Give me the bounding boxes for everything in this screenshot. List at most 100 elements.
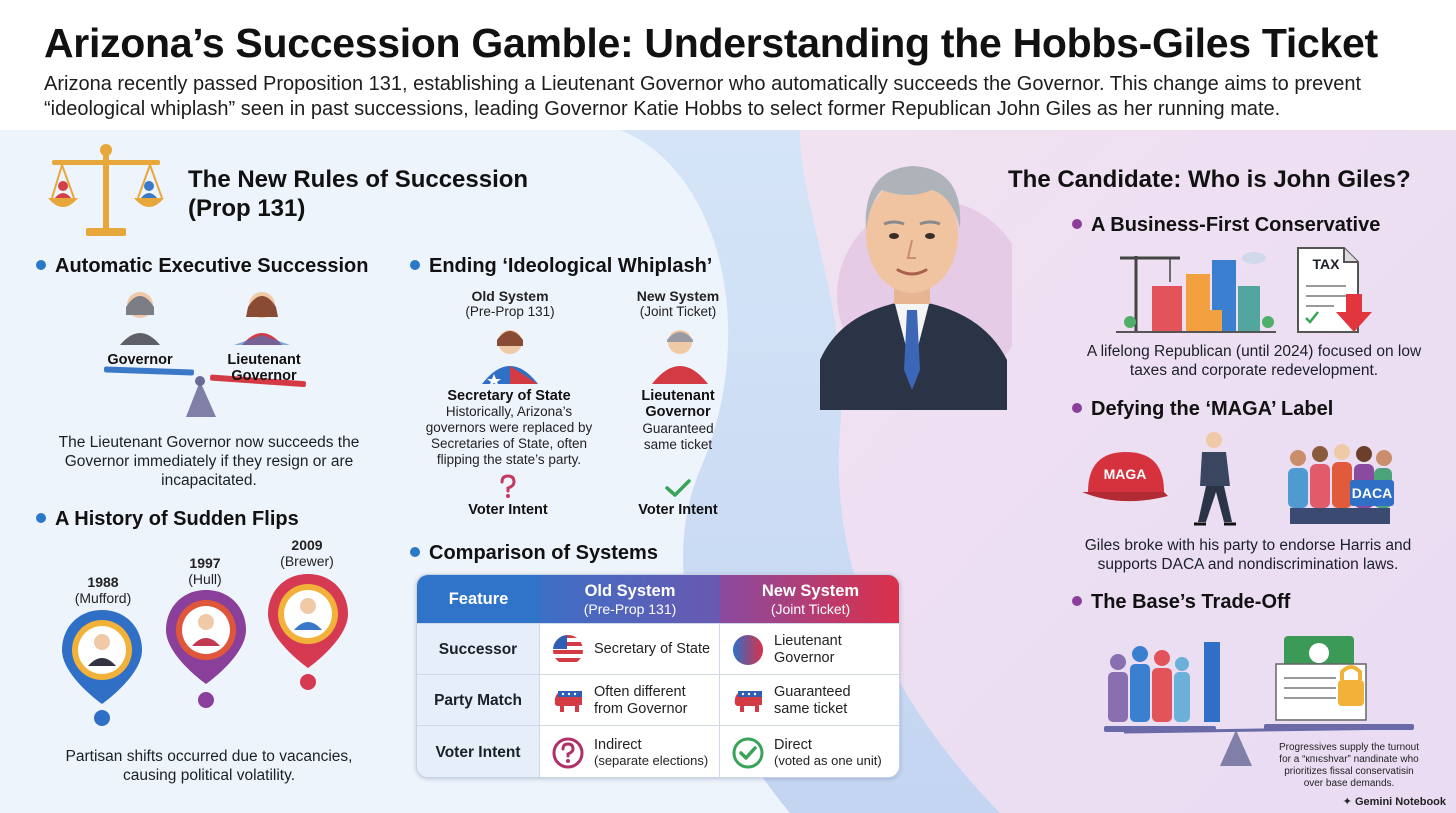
lieutenant-governor-icon: [652, 330, 708, 384]
new-voter-intent: Voter Intent: [638, 502, 718, 518]
table-row: Voter Intent Indirect (separate election…: [417, 725, 899, 777]
row-old-cell: Secretary of State: [540, 624, 720, 675]
new-system-title: New System: [636, 288, 720, 304]
sparkle-icon: ✦: [1342, 796, 1355, 808]
rules-title-line2: (Prop 131): [188, 195, 306, 222]
pin-label-1988: 1988 (Mufford): [66, 574, 140, 606]
auto-heading: Automatic Executive Succession: [36, 255, 368, 278]
new-role-line2: Governor: [645, 404, 711, 420]
history-heading-text: A History of Sudden Flips: [55, 508, 299, 530]
bullet-dot: [1072, 595, 1082, 606]
scales-of-justice-icon: [48, 144, 164, 236]
row-old-cell: Indirect (separate elections): [540, 726, 720, 777]
new-system-label: New System (Joint Ticket): [618, 288, 738, 320]
row-new-line2: same ticket: [774, 700, 848, 717]
tradeoff-description: Progressives supply the turnout for a “к…: [1278, 742, 1420, 789]
check-mark-icon: [665, 479, 691, 497]
pin-year: 1988: [87, 574, 119, 590]
bullet-dot: [36, 259, 46, 270]
old-role-label: Secretary of State: [447, 388, 571, 404]
tax-document-icon: [1297, 247, 1372, 333]
table-header: Feature Old System (Pre-Prop 131) New Sy…: [417, 575, 899, 623]
old-system-label: Old System (Pre-Prop 131): [450, 288, 570, 320]
row-new-line1: Direct: [774, 736, 812, 753]
new-system-sub: (Joint Ticket): [639, 304, 717, 319]
john-giles-portrait: [820, 166, 1012, 410]
check-circle-icon: [732, 737, 764, 769]
header: Arizona’s Succession Gamble: Understandi…: [0, 0, 1456, 130]
lt-label-line1: Lieutenant: [227, 352, 301, 368]
intro-text: Arizona recently passed Proposition 131,…: [44, 73, 1362, 120]
pin-name: (Hull): [188, 571, 222, 587]
brand-footer: ✦ Gemini Notebook: [1343, 795, 1446, 808]
header-old-sub: (Pre-Prop 131): [583, 600, 677, 617]
question-mark-icon: [500, 474, 516, 498]
header-feature-label: Feature: [448, 589, 509, 608]
new-role-line1: Lieutenant: [641, 388, 715, 404]
map-pin-2009: [268, 574, 348, 690]
row-old-text: Indirect (separate elections): [594, 737, 708, 770]
row-new-text: Direct (voted as one unit): [774, 737, 882, 770]
rules-title: The New Rules of Succession (Prop 131): [188, 165, 528, 223]
maga-hat-label: MAGA: [1103, 466, 1147, 482]
old-system-sub: (Pre-Prop 131): [465, 304, 555, 319]
header-old: Old System (Pre-Prop 131): [540, 575, 720, 623]
tradeoff-scale-illustration: [1104, 636, 1414, 766]
lt-label-line2: Governor: [231, 368, 297, 384]
row-old-line1: Often different: [594, 684, 686, 700]
candidate-heading: The Candidate: Who is John Giles?: [1008, 166, 1411, 193]
map-pin-1997: [166, 590, 246, 708]
row-new-cell: Lieutenant Governor: [720, 624, 899, 675]
tradeoff-heading: The Base’s Trade-Off: [1072, 591, 1290, 614]
maga-heading: Defying the ‘MAGA’ Label: [1072, 398, 1333, 421]
city-skyline-crane-icon: [1116, 252, 1276, 333]
succession-seesaw-illustration: [103, 292, 306, 417]
row-feature: Voter Intent: [417, 726, 540, 777]
lt-governor-label: Lieutenant Governor: [214, 352, 314, 384]
business-heading-text: A Business-First Conservative: [1091, 214, 1381, 236]
header-new-label: New System: [761, 581, 860, 600]
republican-elephant-icon: [734, 690, 762, 712]
pin-label-2009: 2009 (Brewer): [270, 537, 344, 569]
row-new-cell: Direct (voted as one unit): [720, 726, 899, 777]
maga-hat-icon: [1082, 452, 1168, 502]
rules-title-line1: The New Rules of Succession: [188, 166, 529, 193]
page-title: Arizona’s Succession Gamble: Understandi…: [44, 20, 1378, 66]
pin-name: (Mufford): [74, 590, 132, 606]
row-old-cell: Often different from Governor: [540, 675, 720, 726]
question-circle-icon: [552, 737, 584, 769]
governor-label: Governor: [107, 352, 173, 368]
comparison-heading-text: Comparison of Systems: [429, 542, 658, 564]
walking-man-icon: [1194, 432, 1236, 526]
republican-elephant-icon: [554, 690, 582, 712]
business-description: A lifelong Republican (until 2024) focus…: [1086, 343, 1422, 379]
header-new-sub: (Joint Ticket): [770, 600, 851, 617]
row-new-text: Lieutenant Governor: [774, 633, 842, 666]
pin-name: (Brewer): [280, 553, 334, 569]
whiplash-heading-text: Ending ‘Ideological Whiplash’: [429, 255, 713, 277]
bullet-dot: [1072, 218, 1082, 229]
maga-description: Giles broke with his party to endorse Ha…: [1084, 537, 1412, 573]
bullet-dot: [36, 512, 46, 523]
history-description: Partisan shifts occurred due to vacancie…: [65, 748, 353, 784]
row-old-line1: Indirect: [594, 736, 642, 753]
header-old-label: Old System: [584, 581, 676, 600]
row-old-text: Often different from Governor: [594, 684, 687, 717]
maga-heading-text: Defying the ‘MAGA’ Label: [1091, 398, 1334, 420]
row-feature: Successor: [417, 624, 540, 675]
row-new-line2: Governor: [774, 649, 835, 666]
row-new-line1: Guaranteed: [774, 684, 851, 700]
whiplash-heading: Ending ‘Ideological Whiplash’: [410, 255, 712, 278]
header-feature: Feature: [417, 575, 540, 623]
bullet-dot: [410, 259, 420, 270]
bullet-dot: [410, 546, 420, 557]
row-old-line2: from Governor: [594, 700, 688, 717]
tax-label: TAX: [1312, 256, 1340, 272]
comparison-table: Feature Old System (Pre-Prop 131) New Sy…: [416, 574, 900, 778]
new-role-label: Lieutenant Governor: [618, 388, 738, 420]
old-role-description: Historically, Arizona’s governors were r…: [425, 404, 593, 467]
new-role-description: Guaranteed same ticket: [642, 421, 714, 452]
comparison-heading: Comparison of Systems: [410, 542, 658, 565]
row-new-cell: Guaranteed same ticket: [720, 675, 899, 726]
history-map-pins: [62, 574, 348, 726]
